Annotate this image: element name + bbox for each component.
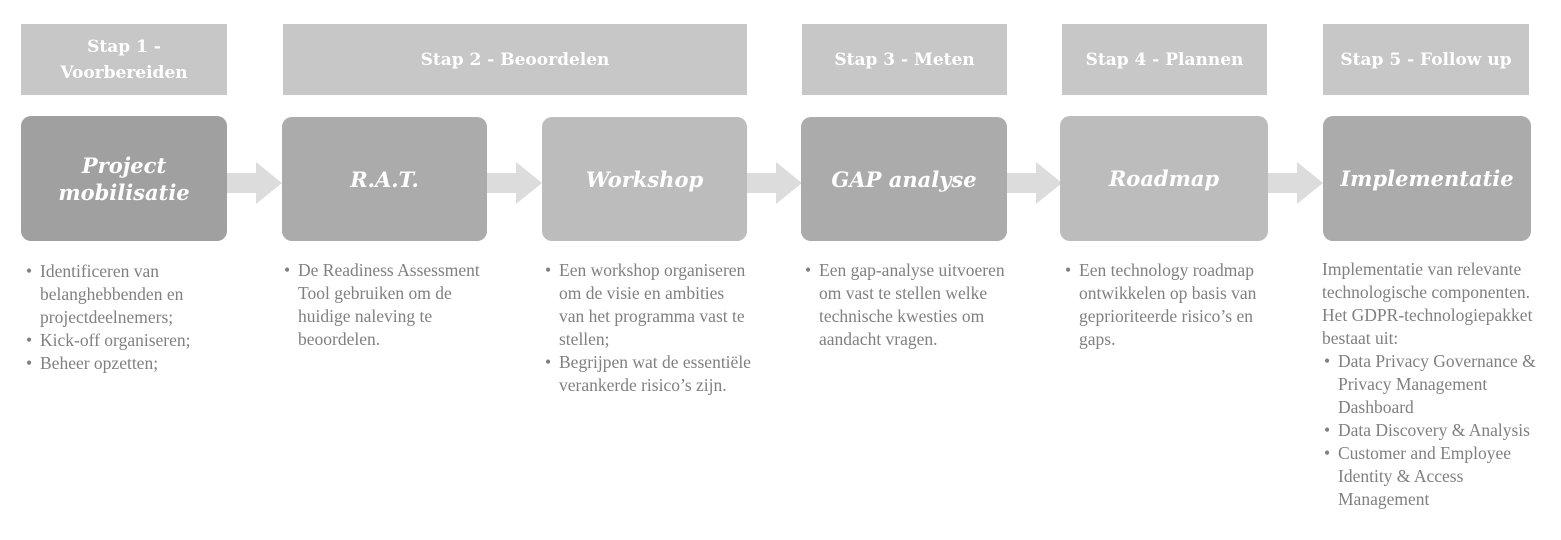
list-item-text: Een workshop organiseren om de visie en …: [559, 260, 746, 349]
arrow-right-icon: [1267, 162, 1323, 204]
description-list: • Een workshop organiseren om de visie en…: [543, 259, 753, 397]
bullet-icon: •: [545, 260, 552, 280]
stage-header-4: Stap 4 - Plannen: [1062, 24, 1267, 95]
phase-box-rat: R.A.T.: [282, 117, 487, 241]
bullet-icon: •: [1324, 443, 1331, 463]
bullet-icon: •: [1324, 351, 1331, 371]
stage-header-5: Stap 5 - Follow up: [1323, 24, 1529, 95]
list-item: • Data Privacy Governance & Privacy Manag…: [1322, 350, 1556, 419]
list-item-text: Identificeren van belanghebbenden en pro…: [40, 261, 184, 327]
list-item-text: Data Privacy Governance & Privacy Manage…: [1338, 351, 1536, 417]
description-stap-5: Implementatie van relevante technologisc…: [1322, 258, 1556, 511]
description-list: • Identificeren van belanghebbenden en pr…: [24, 260, 234, 375]
list-item: • De Readiness Assessment Tool gebruiken …: [282, 259, 482, 351]
list-item-text: De Readiness Assessment Tool gebruiken o…: [298, 260, 480, 349]
description-stap-1: • Identificeren van belanghebbenden en pr…: [24, 260, 234, 375]
bullet-icon: •: [26, 330, 33, 350]
phase-box-implementatie: Implementatie: [1323, 116, 1531, 241]
bullet-icon: •: [1065, 260, 1072, 280]
list-item-text: Kick-off organiseren;: [40, 330, 191, 350]
arrow-right-icon: [226, 162, 282, 204]
phase-box-gap-analyse: GAP analyse: [801, 117, 1007, 241]
list-item: • Kick-off organiseren;: [24, 329, 234, 352]
bullet-icon: •: [284, 260, 291, 280]
list-item-text: Beheer opzetten;: [40, 353, 159, 373]
description-stap-3: • Een gap-analyse uitvoeren om vast te st…: [803, 259, 1013, 351]
list-item-text: Data Discovery & Analysis: [1338, 420, 1530, 440]
stage-header-1: Stap 1 - Voorbereiden: [21, 24, 227, 95]
list-item-text: Een technology roadmap ontwikkelen op ba…: [1079, 260, 1257, 349]
description-intro: Implementatie van relevante technologisc…: [1322, 259, 1533, 348]
stage-header-2: Stap 2 - Beoordelen: [283, 24, 747, 95]
list-item: • Data Discovery & Analysis: [1322, 419, 1556, 442]
arrow-right-icon: [746, 162, 802, 204]
description-workshop: • Een workshop organiseren om de visie en…: [543, 259, 753, 397]
list-item-text: Een gap-analyse uitvoeren om vast te ste…: [819, 260, 1005, 349]
description-list: • Een technology roadmap ontwikkelen op b…: [1063, 259, 1275, 351]
description-list: • Data Privacy Governance & Privacy Manag…: [1322, 350, 1556, 511]
description-stap-2: • De Readiness Assessment Tool gebruiken …: [282, 259, 482, 351]
bullet-icon: •: [805, 260, 812, 280]
list-item-text: Begrijpen wat de essentiële verankerde r…: [559, 352, 751, 395]
list-item: • Een technology roadmap ontwikkelen op b…: [1063, 259, 1275, 351]
description-list: • Een gap-analyse uitvoeren om vast te st…: [803, 259, 1013, 351]
description-list: • De Readiness Assessment Tool gebruiken …: [282, 259, 482, 351]
bullet-icon: •: [26, 353, 33, 373]
phase-box-workshop: Workshop: [542, 117, 747, 241]
list-item: • Begrijpen wat de essentiële verankerde …: [543, 351, 753, 397]
arrow-right-icon: [486, 162, 542, 204]
list-item: • Customer and Employee Identity & Access…: [1322, 442, 1556, 511]
list-item: • Beheer opzetten;: [24, 352, 234, 375]
bullet-icon: •: [26, 261, 33, 281]
arrow-right-icon: [1006, 162, 1062, 204]
list-item: • Een gap-analyse uitvoeren om vast te st…: [803, 259, 1013, 351]
phase-box-project-mobilisatie: Project mobilisatie: [21, 116, 227, 241]
description-stap-4: • Een technology roadmap ontwikkelen op b…: [1063, 259, 1275, 351]
bullet-icon: •: [545, 352, 552, 372]
list-item: • Een workshop organiseren om de visie en…: [543, 259, 753, 351]
bullet-icon: •: [1324, 420, 1331, 440]
phase-box-roadmap: Roadmap: [1060, 116, 1268, 241]
stage-header-3: Stap 3 - Meten: [802, 24, 1007, 95]
list-item: • Identificeren van belanghebbenden en pr…: [24, 260, 234, 329]
list-item-text: Customer and Employee Identity & Access …: [1338, 443, 1512, 509]
